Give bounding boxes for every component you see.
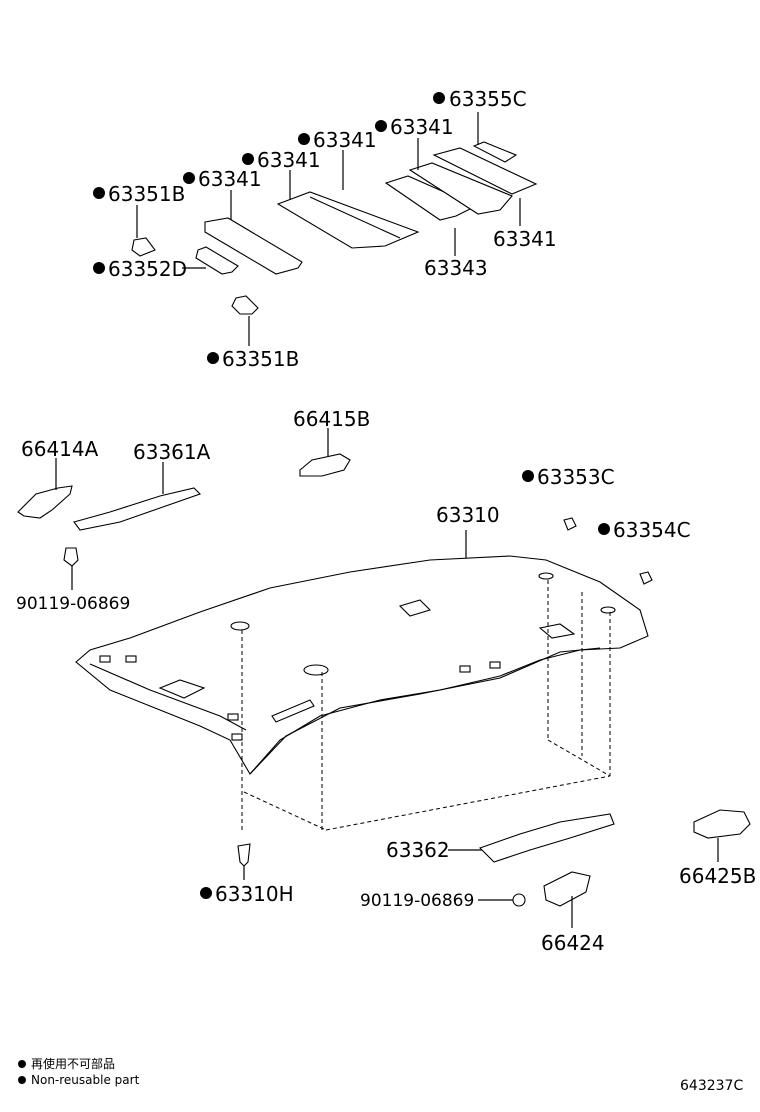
pad-63352D <box>195 246 239 275</box>
bracket-66424 <box>543 871 591 907</box>
label-63341: 63341 <box>313 128 377 152</box>
pad-63341-right <box>432 147 538 195</box>
bracket-66415B <box>299 453 351 477</box>
nonreusable-dot <box>93 187 105 199</box>
legend-japanese: 再使用不可部品 <box>31 1056 115 1071</box>
label-63362: 63362 <box>386 838 450 862</box>
nonreusable-dot <box>522 470 534 482</box>
nonreusable-dot <box>298 133 310 145</box>
label-90119-06869: 90119-06869 <box>16 594 130 614</box>
nonreusable-dot <box>93 262 105 274</box>
label-63353C: 63353C <box>537 465 615 489</box>
nonreusable-dot <box>242 153 254 165</box>
nonreusable-dot <box>433 92 445 104</box>
clip-90119-left <box>63 547 79 567</box>
clip-63354C <box>639 571 653 585</box>
headliner-63310 <box>75 555 649 831</box>
lower-parts: 63310H 63362 66425B 90119-06869 66424 <box>200 809 756 955</box>
label-66425B: 66425B <box>679 864 756 888</box>
nonreusable-dot <box>375 120 387 132</box>
clip-63310H <box>237 843 251 867</box>
pad-63341-mid <box>276 191 420 249</box>
label-90119-06869: 90119-06869 <box>360 891 474 911</box>
label-63355C: 63355C <box>449 87 527 111</box>
pad-63343 <box>408 162 513 215</box>
label-63361A: 63361A <box>133 440 211 464</box>
pad-63351B-top <box>131 237 156 257</box>
label-63354C: 63354C <box>613 518 691 542</box>
bracket-66425B <box>693 809 751 839</box>
diagram-code: 643237C <box>680 1078 743 1094</box>
nonreusable-dot <box>200 887 212 899</box>
label-63341: 63341 <box>257 148 321 172</box>
label-63352D: 63352D <box>108 257 187 281</box>
label-63341: 63341 <box>493 227 557 251</box>
label-66415B: 66415B <box>293 407 370 431</box>
nonreusable-dot <box>183 172 195 184</box>
clip-63353C <box>563 517 577 531</box>
label-66424: 66424 <box>541 931 605 955</box>
retainer-63362 <box>478 813 615 863</box>
pad-63341-rmid <box>384 175 478 221</box>
nonreusable-dot <box>598 523 610 535</box>
pad-63351B-bottom <box>231 295 259 315</box>
pad-group: 63355C 63341 63341 63341 63341 63351B 63… <box>93 87 557 371</box>
legend-english: Non-reusable part <box>31 1073 140 1087</box>
label-63341: 63341 <box>390 115 454 139</box>
label-63310: 63310 <box>436 503 500 527</box>
clip-90119-right <box>512 893 526 907</box>
label-63343: 63343 <box>424 256 488 280</box>
pad-63341-left <box>204 217 303 275</box>
legend-dot <box>18 1060 26 1068</box>
nonreusable-dot <box>207 352 219 364</box>
label-63310H: 63310H <box>215 882 294 906</box>
upper-bracket-group: 66415B 66414A 63361A 90119-06869 63353C … <box>16 407 691 614</box>
retainer-63361A <box>73 487 202 531</box>
legend-dot <box>18 1076 26 1084</box>
label-63341: 63341 <box>198 167 262 191</box>
bracket-66414A <box>17 485 73 519</box>
label-66414A: 66414A <box>21 437 99 461</box>
label-63351B: 63351B <box>108 182 185 206</box>
pad-63355C <box>472 141 518 163</box>
label-63351B: 63351B <box>222 347 299 371</box>
legend: 再使用不可部品 Non-reusable part <box>18 1056 140 1087</box>
